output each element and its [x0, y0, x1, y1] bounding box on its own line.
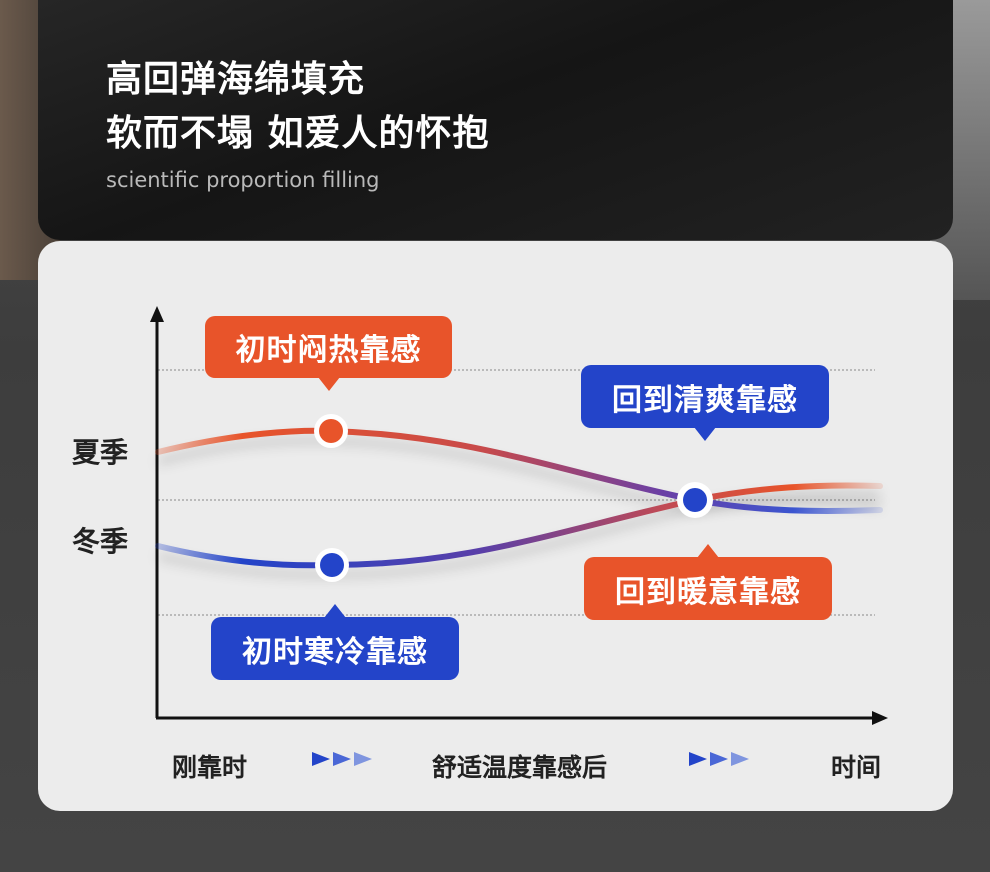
- progress-arrows-1: [312, 752, 372, 766]
- winter-start-point-dot: [320, 553, 344, 577]
- arrow-icon: [312, 752, 330, 766]
- summer-start-point-dot: [319, 419, 343, 443]
- progress-arrows-2: [689, 752, 749, 766]
- label-summer-start: 初时闷热靠感: [205, 316, 452, 391]
- x-label-middle: 舒适温度靠感后: [432, 753, 608, 782]
- x-axis-arrow: [872, 711, 888, 725]
- arrow-icon: [731, 752, 749, 766]
- summer-curve: [155, 427, 883, 514]
- chart-card: [38, 241, 953, 811]
- y-label-winter: 冬季: [72, 525, 129, 558]
- winter-curve-shadow: [157, 491, 881, 579]
- y-axis-arrow: [150, 306, 164, 322]
- header-card: [38, 0, 953, 240]
- arrow-icon: [710, 752, 728, 766]
- arrow-icon: [354, 752, 372, 766]
- label-winter-end: 回到暖意靠感: [584, 544, 832, 620]
- title-line-1: 高回弹海绵填充: [106, 59, 366, 100]
- y-label-summer: 夏季: [72, 436, 129, 469]
- x-label-start: 刚靠时: [172, 753, 248, 782]
- arrow-icon: [333, 752, 351, 766]
- subtitle: scientific proportion filling: [106, 168, 380, 192]
- arrow-icon: [689, 752, 707, 766]
- label-summer-end: 回到清爽靠感: [581, 365, 829, 441]
- summer-curve-shadow: [157, 437, 881, 514]
- title-line-2: 软而不塌 如爱人的怀抱: [106, 113, 490, 154]
- converge-point-dot: [683, 488, 707, 512]
- x-label-end: 时间: [831, 753, 882, 782]
- winter-curve: [155, 482, 883, 569]
- label-winter-start: 初时寒冷靠感: [211, 604, 459, 680]
